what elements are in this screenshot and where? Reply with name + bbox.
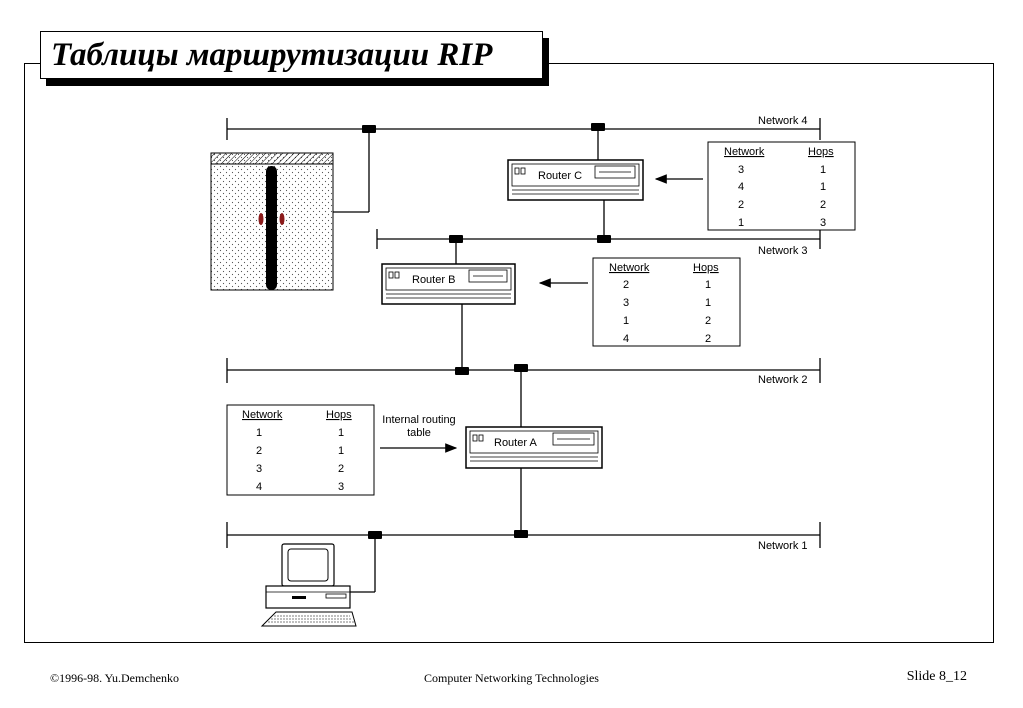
network-2-label: Network 2 [758, 374, 808, 386]
router-b-label: Router B [412, 274, 455, 286]
table-cell: 1 [623, 315, 629, 327]
router-led-icon [472, 434, 478, 442]
router-led-icon [520, 167, 526, 175]
title-box: Таблицы маршрутизации RIP [40, 31, 543, 79]
table-b-network-header: Network [609, 262, 650, 274]
router-a[interactable]: Router A [465, 364, 603, 538]
table-cell: 2 [705, 333, 711, 345]
routing-table-c: Network Hops 3 1 4 1 2 2 1 3 [707, 141, 856, 231]
routing-table-b: Network Hops 2 1 3 1 1 2 4 2 [592, 257, 741, 347]
table-cell: 1 [705, 297, 711, 309]
internal-table-label-line2: table [407, 427, 431, 439]
table-cell: 1 [338, 427, 344, 439]
table-cell: 2 [338, 463, 344, 475]
router-c-label: Router C [538, 170, 582, 182]
router-b[interactable]: Router B [381, 235, 516, 375]
table-c-hops-header: Hops [808, 146, 834, 158]
network-4-bus: Network 4 [226, 115, 821, 140]
table-cell: 3 [738, 164, 744, 176]
table-cell: 1 [738, 217, 744, 229]
internal-table-label-line1: Internal routing [382, 414, 455, 426]
network-3-label: Network 3 [758, 245, 808, 257]
table-cell: 1 [705, 279, 711, 291]
footer-slide-number: Slide 8_12 [906, 669, 967, 684]
table-cell: 4 [623, 333, 629, 345]
router-led-icon [514, 167, 520, 175]
table-a-network-header: Network [242, 409, 283, 421]
table-cell: 2 [623, 279, 629, 291]
table-cell: 1 [338, 445, 344, 457]
routing-table-a: Network Hops 1 1 2 1 3 2 4 3 [226, 404, 375, 496]
table-cell: 4 [738, 181, 744, 193]
table-cell: 1 [820, 181, 826, 193]
router-led-icon [478, 434, 484, 442]
footer-course: Computer Networking Technologies [424, 671, 599, 685]
table-a-hops-header: Hops [326, 409, 352, 421]
table-cell: 1 [256, 427, 262, 439]
table-cell: 2 [256, 445, 262, 457]
network-1-label: Network 1 [758, 540, 808, 552]
router-led-icon [388, 271, 394, 279]
table-cell: 3 [256, 463, 262, 475]
table-c-network-header: Network [724, 146, 765, 158]
table-cell: 3 [820, 217, 826, 229]
router-c[interactable]: Router C [507, 123, 644, 243]
table-cell: 2 [820, 199, 826, 211]
table-cell: 1 [820, 164, 826, 176]
table-cell: 2 [705, 315, 711, 327]
workstation-icon [260, 531, 382, 627]
slide-title: Таблицы маршрутизации RIP [51, 36, 493, 73]
router-led-icon [394, 271, 400, 279]
table-cell: 3 [623, 297, 629, 309]
footer-copyright: ©1996-98. Yu.Demchenko [50, 671, 179, 685]
network-4-label: Network 4 [758, 115, 808, 127]
table-cell: 2 [738, 199, 744, 211]
table-b-hops-header: Hops [693, 262, 719, 274]
router-a-label: Router A [494, 437, 537, 449]
firewall-wall-icon [210, 125, 376, 291]
table-cell: 4 [256, 481, 262, 493]
table-cell: 3 [338, 481, 344, 493]
